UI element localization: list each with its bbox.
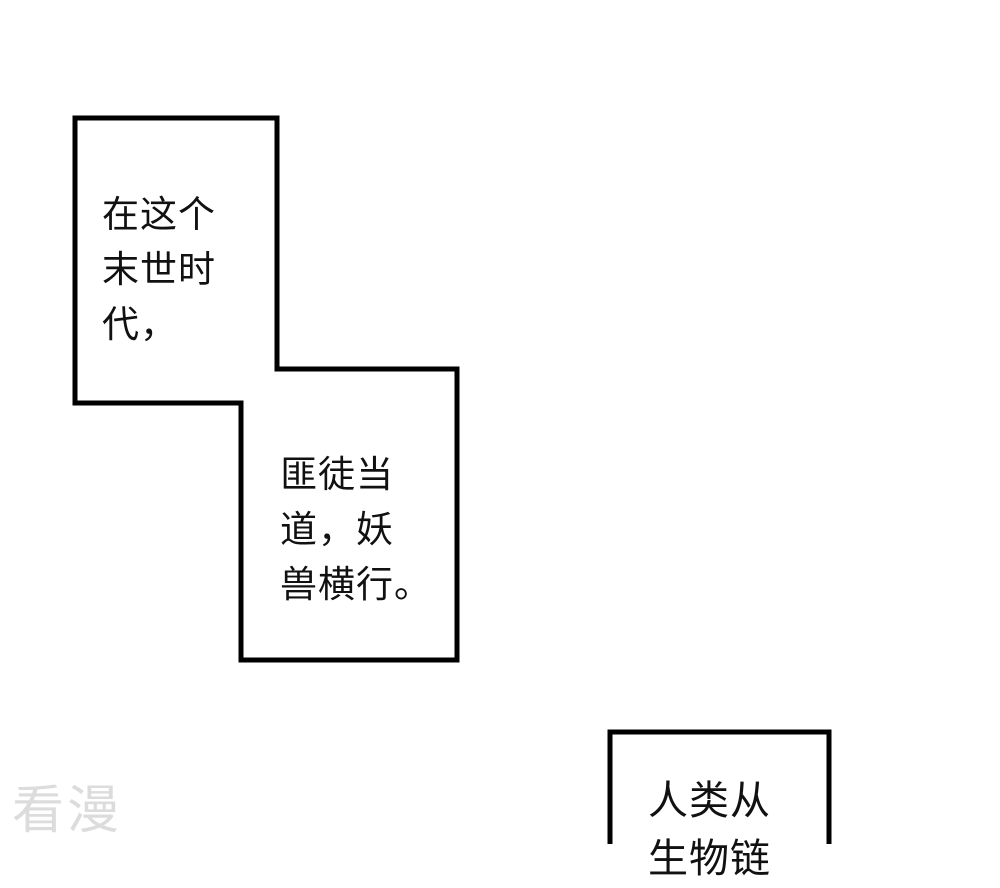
caption-text-1: 在这个 末世时 代， <box>102 193 216 346</box>
watermark-logo: 看漫 <box>12 781 123 841</box>
caption-box-outline <box>72 115 460 663</box>
caption-box-outline-bottom <box>607 729 832 844</box>
caption-text-3: 人类从 生物链 <box>648 778 771 882</box>
caption-box-merged <box>72 115 832 844</box>
caption-text-2: 匪徒当 道，妖 兽横行。 <box>280 453 432 606</box>
